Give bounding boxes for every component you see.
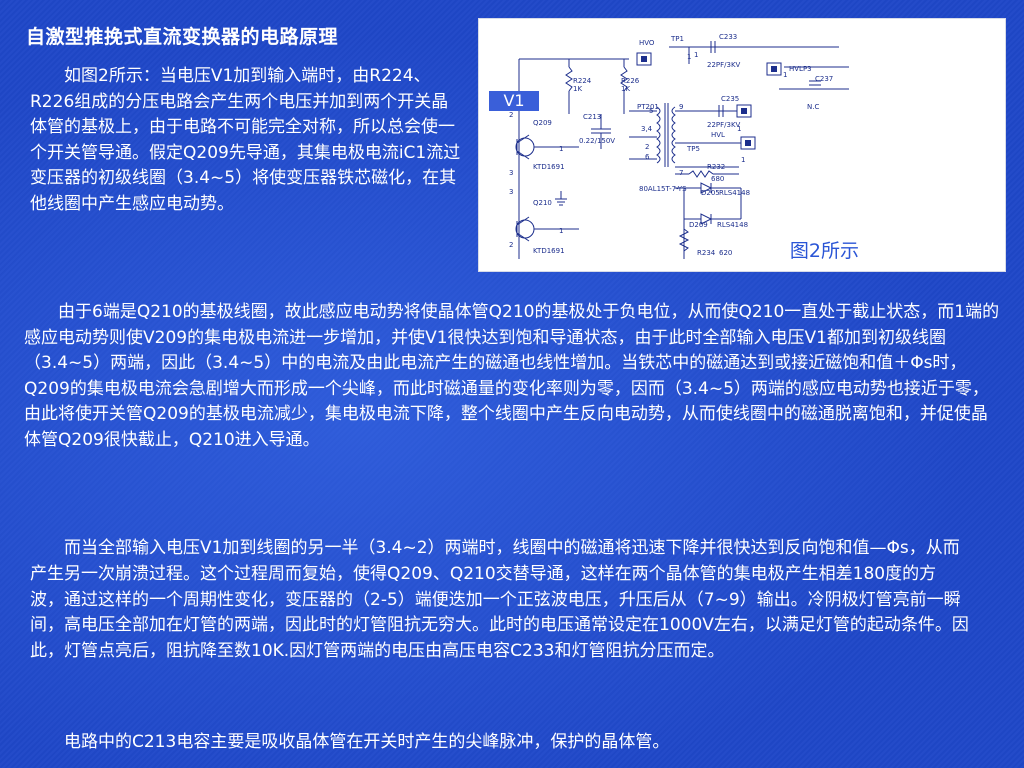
page-title: 自激型推挽式直流变换器的电路原理 [26, 26, 339, 48]
label-r232: R232 [707, 163, 725, 171]
hvl-marker [736, 104, 752, 118]
label-q210-part: KTD1691 [533, 247, 565, 255]
label-c235-value: 22PF/3KV [707, 121, 741, 129]
pin-tp5: 1 [737, 125, 741, 133]
label-c213: C213 [583, 113, 601, 121]
pin-hvlp3: 1 [783, 71, 787, 79]
label-q210: Q210 [533, 199, 552, 207]
pin-5: 5 [649, 107, 653, 115]
label-r226: R226 [621, 77, 640, 85]
v1-label: V1 [489, 91, 539, 111]
pin-7: 7 [679, 169, 683, 177]
circuit-diagram: HVO TP1 C233 22PF/3KV 1 HVLP3 1 C237 N.C… [478, 18, 1006, 272]
pin-34: 3,4 [641, 125, 653, 133]
pin-1b: 1 [741, 156, 745, 164]
tp5-marker [740, 136, 756, 150]
label-tp1: TP1 [670, 35, 684, 43]
label-c233: C233 [719, 33, 737, 41]
label-r224: R224 [573, 77, 592, 85]
label-c213-value: 0.22/150V [579, 137, 615, 145]
label-d209: D209 [689, 221, 708, 229]
pin-q209-collector: 2 [509, 111, 513, 119]
label-transformer: 80AL15T-7-YS [639, 185, 687, 193]
second-paragraph: 由于6端是Q210的基极线圈，故此感应电动势将使晶体管Q210的基极处于负电位，… [24, 302, 1000, 450]
label-r234: R234 [697, 249, 716, 257]
label-q209: Q209 [533, 119, 552, 127]
label-r232-value: 680 [711, 175, 724, 183]
label-hvl: HVL [711, 131, 725, 139]
figure-caption: 图2所示 [789, 240, 859, 262]
hvlp3-marker [766, 62, 782, 76]
pin-2: 2 [645, 143, 649, 151]
label-c233-value: 22PF/3KV [707, 61, 741, 69]
label-pt201: PT201 [637, 103, 659, 111]
pin-q210-collector: 2 [509, 241, 513, 249]
label-d209-part: RLS4148 [717, 221, 748, 229]
label-c237: C237 [815, 75, 833, 83]
pin-q210-emitter: 3 [509, 188, 513, 196]
pin-1a: 1 [694, 51, 698, 59]
pin-q209-emitter: 3 [509, 169, 513, 177]
label-r226-value: 1K [621, 85, 630, 93]
pin-q210-base: 1 [559, 227, 563, 235]
label-nc: N.C [807, 103, 819, 111]
label-r224-value: 1K [573, 85, 582, 93]
label-r234-value: 620 [719, 249, 732, 257]
label-d205-part: RLS4148 [719, 189, 750, 197]
label-hvo: HVO [639, 39, 655, 47]
label-q209-part: KTD1691 [533, 163, 565, 171]
fourth-paragraph: 电路中的C213电容主要是吸收晶体管在开关时产生的尖峰脉冲，保护的晶体管。 [64, 732, 670, 752]
pin-6: 6 [645, 153, 650, 161]
circuit-schematic: HVO TP1 C233 22PF/3KV 1 HVLP3 1 C237 N.C… [509, 33, 849, 259]
label-d205: D205 [701, 189, 720, 197]
label-tp5: TP5 [686, 145, 700, 153]
pin-q209-base: 1 [559, 145, 563, 153]
pin-tp1: 1 [687, 53, 691, 61]
intro-paragraph: 如图2所示：当电压V1加到输入端时，由R224、R226组成的分压电路会产生两个… [30, 66, 461, 214]
pin-9: 9 [679, 103, 683, 111]
tp1-marker [636, 52, 652, 66]
label-c235: C235 [721, 95, 739, 103]
third-paragraph: 而当全部输入电压V1加到线圈的另一半（3.4~2）两端时，线圈中的磁通将迅速下降… [30, 538, 969, 662]
label-hvlp3: HVLP3 [789, 65, 812, 73]
